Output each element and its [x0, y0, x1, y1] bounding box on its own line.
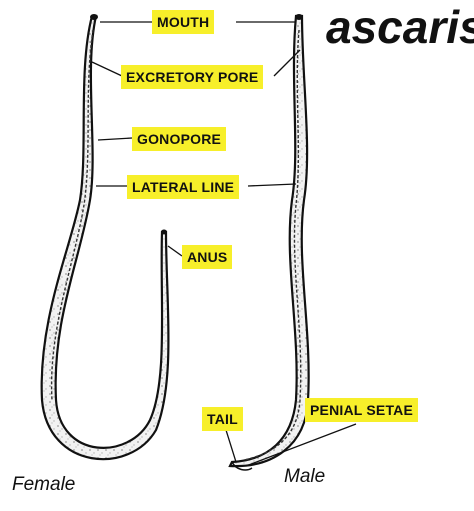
label-gonopore: GONOPORE [132, 127, 227, 151]
label-excretory-pore: EXCRETORY PORE [121, 65, 264, 89]
label-tail: TAIL [202, 407, 243, 431]
female-worm [40, 14, 170, 461]
leader-lines [91, 21, 357, 467]
label-anus: ANUS [182, 245, 233, 269]
label-lateral-line: LATERAL LINE [127, 175, 240, 199]
male-worm [228, 14, 310, 471]
caption-female: Female [12, 474, 76, 495]
label-penial-setae: PENIAL SETAE [305, 398, 419, 422]
caption-male: Male [284, 466, 326, 487]
label-mouth: MOUTH [152, 10, 215, 34]
diagram-title: ascaris [326, 1, 474, 53]
